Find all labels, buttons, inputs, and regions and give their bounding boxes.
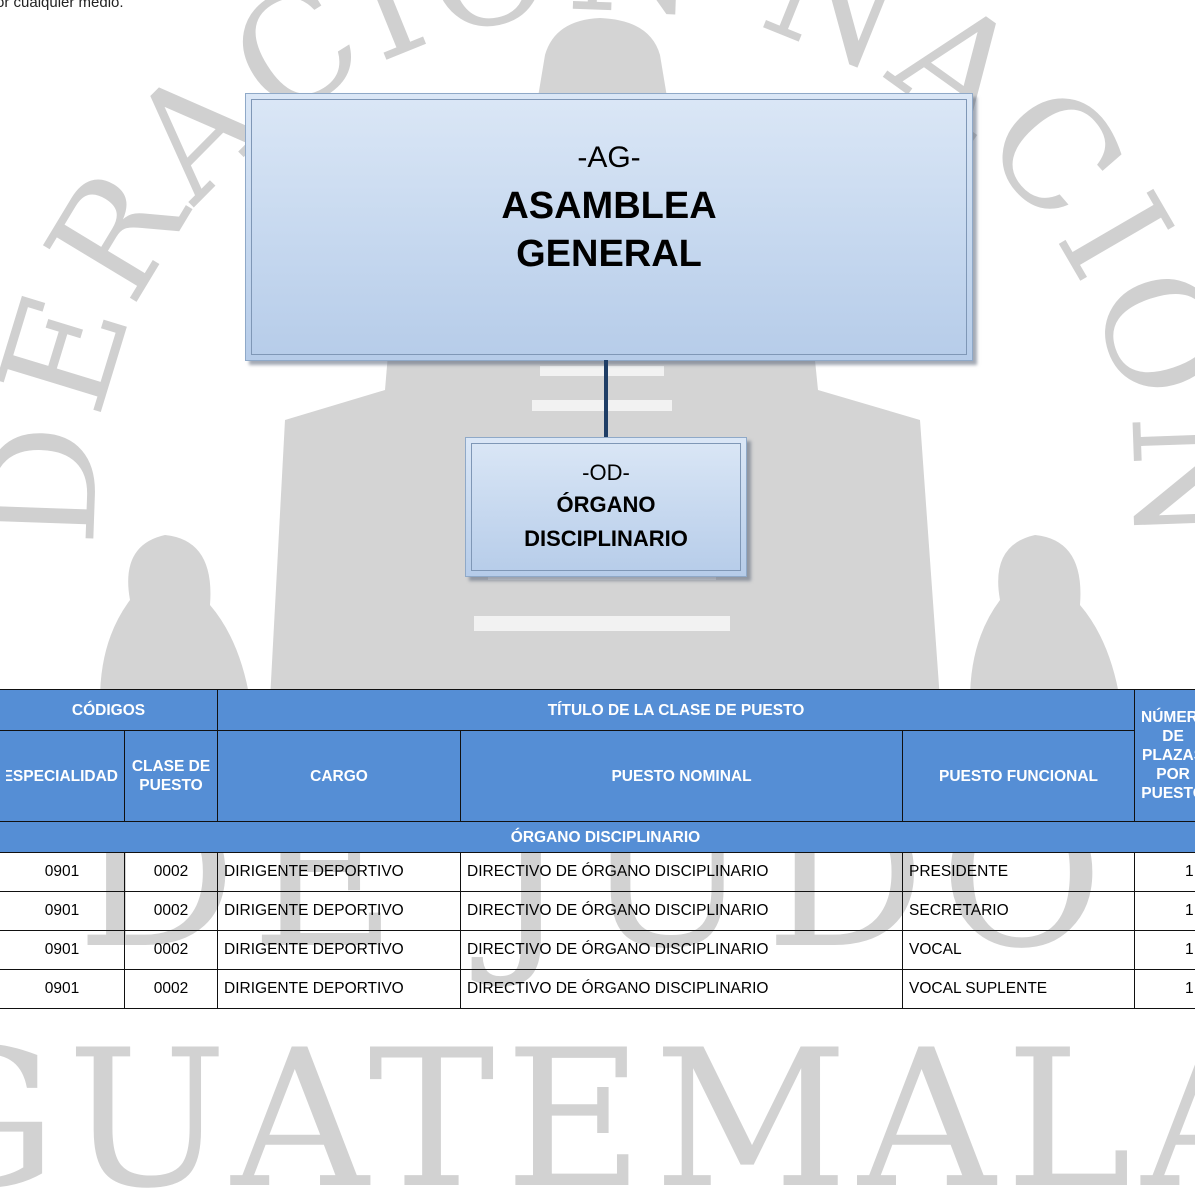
watermark-line3: GUATEMALA [0,1009,1195,1199]
cell-especialidad: 0901 [0,852,125,892]
cell-clase: 0002 [123,891,219,931]
section-heading: ÓRGANO DISCIPLINARIO [0,821,1195,853]
cell-cargo: DIRIGENTE DEPORTIVO [217,852,462,892]
cell-clase: 0002 [123,969,219,1009]
header-especialidad: ESPECIALIDAD [0,730,125,822]
cell-puesto-nominal: DIRECTIVO DE ÓRGANO DISCIPLINARIO [460,891,904,931]
org-box-abbr: -AG- [577,141,641,174]
positions-table: CÓDIGOS TÍTULO DE LA CLASE DE PUESTO NÚM… [0,689,1195,1009]
org-box-asamblea-general: -AG- ASAMBLEA GENERAL [245,93,973,361]
cell-puesto-funcional: VOCAL SUPLENTE [902,969,1136,1009]
table-row: 0901 0002 DIRIGENTE DEPORTIVO DIRECTIVO … [0,930,1195,970]
header-puesto-nominal: PUESTO NOMINAL [460,730,904,822]
org-box-title: ÓRGANO DISCIPLINARIO [524,492,688,551]
header-clase-puesto: CLASE DE PUESTO [123,730,219,822]
cell-puesto-nominal: DIRECTIVO DE ÓRGANO DISCIPLINARIO [460,852,904,892]
org-box-abbr: -OD- [582,460,630,485]
header-puesto-funcional: PUESTO FUNCIONAL [902,730,1136,822]
cell-plazas: 1 [1134,852,1195,892]
table-row: 0901 0002 DIRIGENTE DEPORTIVO DIRECTIVO … [0,969,1195,1009]
org-box-title: ASAMBLEA GENERAL [501,185,717,275]
org-box-organo-disciplinario: -OD- ÓRGANO DISCIPLINARIO [465,437,747,577]
header-cargo: CARGO [217,730,462,822]
cell-puesto-funcional: VOCAL [902,930,1136,970]
cell-especialidad: 0901 [0,891,125,931]
cell-puesto-nominal: DIRECTIVO DE ÓRGANO DISCIPLINARIO [460,969,904,1009]
cell-cargo: DIRIGENTE DEPORTIVO [217,891,462,931]
cell-plazas: 1 [1134,930,1195,970]
cell-plazas: 1 [1134,891,1195,931]
cell-especialidad: 0901 [0,969,125,1009]
cell-cargo: DIRIGENTE DEPORTIVO [217,969,462,1009]
header-codigos: CÓDIGOS [0,689,219,731]
org-connector-line [604,360,608,438]
cell-clase: 0002 [123,930,219,970]
cell-puesto-funcional: PRESIDENTE [902,852,1136,892]
cell-cargo: DIRIGENTE DEPORTIVO [217,930,462,970]
cell-puesto-funcional: SECRETARIO [902,891,1136,931]
cell-especialidad: 0901 [0,930,125,970]
header-titulo-clase-puesto: TÍTULO DE LA CLASE DE PUESTO [217,689,1136,731]
cell-plazas: 1 [1134,969,1195,1009]
table-row: 0901 0002 DIRIGENTE DEPORTIVO DIRECTIVO … [0,891,1195,931]
cell-puesto-nominal: DIRECTIVO DE ÓRGANO DISCIPLINARIO [460,930,904,970]
header-numero-plazas: NÚMERO DE PLAZAS POR PUESTO [1134,689,1195,822]
cell-clase: 0002 [123,852,219,892]
table-row: 0901 0002 DIRIGENTE DEPORTIVO DIRECTIVO … [0,852,1195,892]
top-note: or cualquier medio. [0,0,124,11]
